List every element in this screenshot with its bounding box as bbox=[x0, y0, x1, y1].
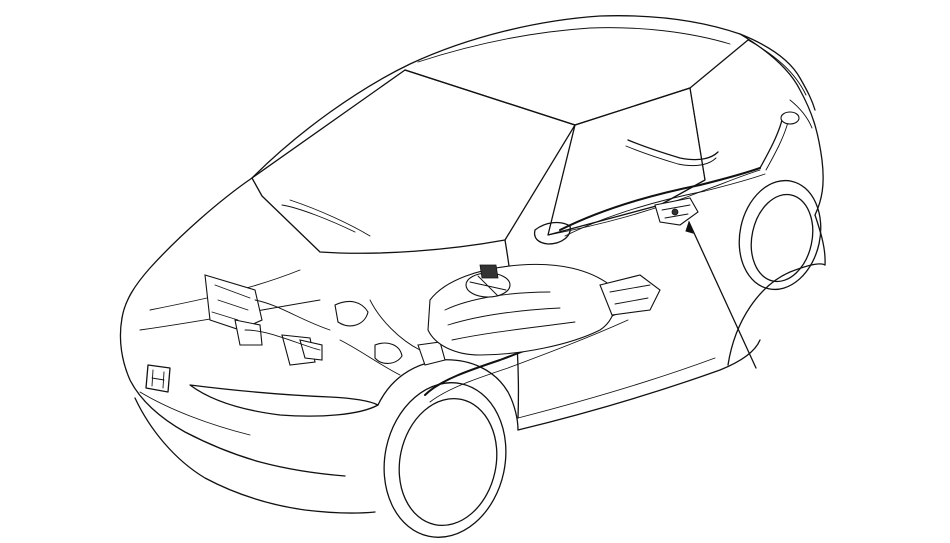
car-body bbox=[119, 15, 826, 514]
front-grille-line bbox=[139, 391, 251, 436]
filler-cap bbox=[780, 111, 800, 125]
front-wheel bbox=[383, 382, 507, 538]
rear-underbody bbox=[599, 274, 661, 316]
roof-inner-line bbox=[404, 39, 749, 126]
evap-canister bbox=[654, 197, 699, 226]
side-mirror bbox=[533, 221, 571, 245]
engine-bay-components bbox=[204, 274, 446, 376]
rear-quarter bbox=[814, 214, 826, 266]
filler-neck-pipe-2 bbox=[765, 121, 789, 171]
sill-inner bbox=[517, 357, 716, 419]
vapor-line-upper-2 bbox=[564, 173, 766, 237]
headlight bbox=[189, 384, 379, 417]
rear-wheel-arch bbox=[727, 263, 826, 366]
hood-outline bbox=[121, 177, 253, 319]
front-wheel-arch bbox=[377, 359, 519, 431]
rear-hatch bbox=[739, 33, 824, 216]
side-sill bbox=[517, 339, 761, 431]
b-pillar bbox=[689, 87, 706, 181]
windshield-wiper-area bbox=[281, 199, 371, 237]
front-lower-lip bbox=[134, 397, 376, 514]
fuel-tank bbox=[427, 263, 616, 356]
vapor-line-upper bbox=[559, 167, 761, 231]
fuel-return-line bbox=[429, 319, 629, 403]
rear-spoiler bbox=[747, 39, 813, 129]
body-side-line bbox=[547, 169, 761, 236]
sunroof-line bbox=[417, 27, 731, 63]
side-glass bbox=[547, 87, 706, 236]
breather-tube bbox=[627, 139, 719, 161]
callout-pointer bbox=[685, 220, 757, 369]
manufacturer-badge bbox=[145, 364, 171, 393]
windshield bbox=[251, 69, 576, 254]
rear-wheel bbox=[738, 179, 822, 291]
roof-outline bbox=[251, 15, 816, 179]
filler-neck-pipe bbox=[759, 119, 783, 169]
front-bumper bbox=[119, 317, 346, 477]
